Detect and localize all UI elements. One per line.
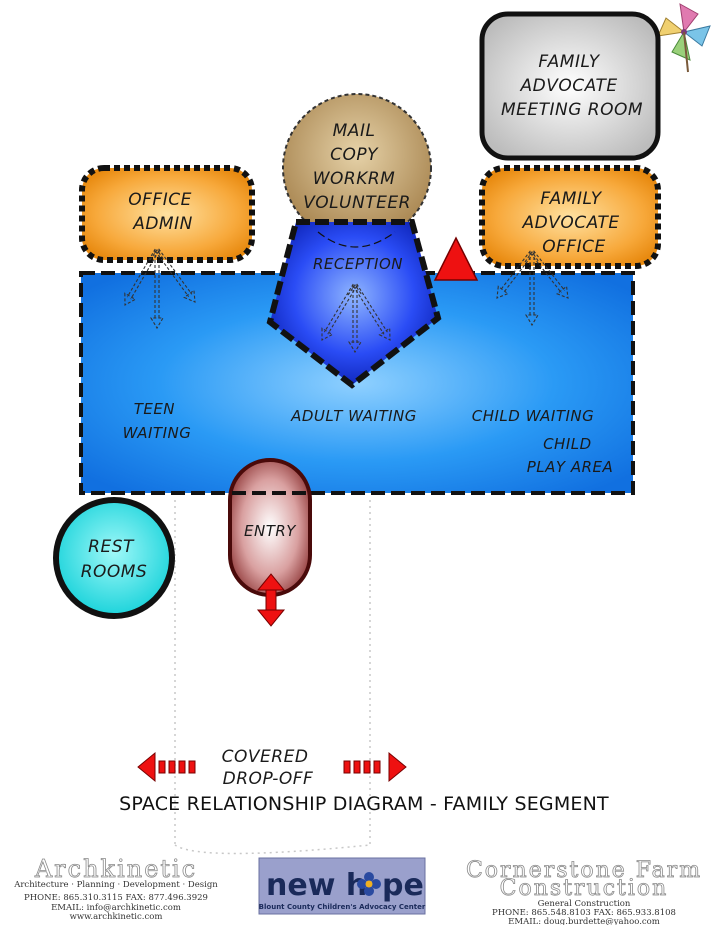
cornerstone-logo-line1: Cornerstone Farm [466,858,702,883]
entry-label: ENTRY [244,522,297,540]
cornerstone-phone: PHONE: 865.548.8103 FAX: 865.933.8108 [492,908,676,918]
mail-room-label: MAIL COPY WORKRM VOLUNTEER [303,121,411,213]
arrowhead-icon [150,317,164,330]
main-entrance-marker-icon [433,236,479,281]
arrow-shaft [499,250,535,294]
flower-icon [357,872,381,896]
reception-arrows-icon [321,283,391,354]
cornerstone-logo-line2: Construction [500,876,669,901]
reception-area [266,219,442,389]
arrowhead-icon [556,285,569,299]
arrow-shaft [529,250,566,294]
arrowhead-icon [183,289,196,303]
arrow-shaft [352,283,388,335]
archkinetic-block: Archkinetic Architecture · Planning · De… [13,855,218,922]
mail-copy-workroom [282,93,432,243]
new-hope-subtitle: Blount County Children's Advocacy Center [259,903,426,911]
office-admin-label: OFFICE ADMIN [128,190,197,234]
arrowhead-icon [496,285,509,299]
rest-rooms [53,497,175,619]
covered-dropoff-outline [174,500,371,855]
arrowhead-icon [378,327,391,341]
reception-counter-arc [317,231,396,248]
arrowhead-icon [124,292,137,306]
reception-label: RECEPTION [313,255,403,273]
arrow-shaft [154,248,193,298]
circulation-arrows [124,248,569,354]
adult-waiting-label: ADULT WAITING [290,407,417,425]
new-hope-wordmark-left: new h [266,868,367,903]
arrowhead-icon [348,341,362,354]
dropoff-left-arrow-icon [137,751,196,783]
arrowhead-icon [525,314,539,327]
family-office-arrows-icon [496,250,569,327]
covered-dropoff-label: COVERED DROP-OFF [222,747,315,789]
arrowhead-icon [524,251,540,263]
archkinetic-logo: Archkinetic [34,855,197,883]
arrow-shaft [154,250,160,320]
child-play-area-label: CHILD PLAY AREA [527,435,614,476]
family-advocate-meeting-room [479,11,661,161]
office-admin-arrows-icon [124,248,196,330]
pinwheel-logo-icon [657,3,711,73]
rest-rooms-label: REST ROOMS [81,537,148,582]
family-advocate-office [479,165,661,269]
entry-double-arrow-icon [256,573,286,627]
arrow-shaft [126,248,160,300]
arrowhead-icon [149,249,165,261]
arrow-shaft [529,252,535,317]
cornerstone-block: Cornerstone Farm Construction General Co… [466,858,702,925]
archkinetic-website: www.archkinetic.com [70,912,163,922]
new-hope-logo: new h pe Blount County Children's Advoca… [258,857,426,915]
meeting-room-label: FAMILY ADVOCATE MEETING ROOM [501,52,643,120]
office-admin-room [79,165,255,263]
diagram-title: SPACE RELATIONSHIP DIAGRAM - FAMILY SEGM… [119,793,609,815]
teen-waiting-label: TEEN WAITING [123,400,192,442]
family-office-label: FAMILY ADVOCATE OFFICE [521,189,625,257]
archkinetic-tagline: Architecture · Planning · Development · … [13,880,218,890]
arrowhead-icon [321,327,334,341]
archkinetic-email: EMAIL: info@archkinetic.com [51,903,181,913]
cornerstone-tagline: General Construction [538,899,631,909]
dropoff-right-arrow-icon [343,751,407,783]
archkinetic-phone: PHONE: 865.310.3115 FAX: 877.496.3929 [24,893,208,903]
child-waiting-label: CHILD WAITING [472,407,595,425]
arrowhead-icon [347,284,363,296]
cornerstone-email: EMAIL: doug.burdette@yahoo.com [508,917,660,925]
arrow-shaft [323,283,358,335]
new-hope-wordmark-right: pe [382,868,424,903]
